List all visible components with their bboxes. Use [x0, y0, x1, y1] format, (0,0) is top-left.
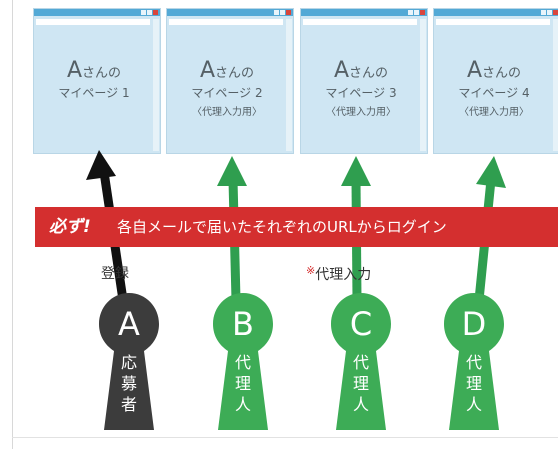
- window-address-bar: [169, 19, 283, 25]
- window-address-bar: [36, 19, 150, 25]
- page-frame-left-border: [12, 0, 13, 449]
- pawn-d-shape: [444, 293, 504, 430]
- pawn-c-shape: [331, 293, 391, 430]
- register-label: 登録: [101, 266, 129, 282]
- banner-instruction-text: 各自メールで届いたそれぞれのURLからログイン: [117, 218, 447, 236]
- banner-must-label: 必ず!: [49, 217, 91, 237]
- window-scrollbar: [420, 19, 426, 151]
- login-instruction-banner: 必ず! 各自メールで届いたそれぞれのURLからログイン: [35, 207, 558, 247]
- proxy-input-note: ※代理入力: [306, 264, 371, 284]
- window-title-bar: [434, 9, 558, 16]
- window-proxy-note: 〈代理入力用〉: [192, 107, 262, 118]
- mypage-window-2: Aさんの マイページ 2 〈代理入力用〉: [166, 8, 294, 154]
- window-title-bar: [34, 9, 160, 16]
- window-page-name: マイページ 2: [191, 86, 263, 100]
- window-controls: [541, 10, 558, 15]
- window-owner: Aさんの: [199, 58, 255, 83]
- pawn-b-shape: [213, 293, 273, 430]
- window-proxy-note: 〈代理入力用〉: [326, 107, 396, 118]
- window-label: Aさんの マイページ 4 〈代理入力用〉: [434, 58, 554, 120]
- window-controls: [274, 10, 291, 15]
- window-scrollbar: [153, 19, 159, 151]
- window-controls: [141, 10, 158, 15]
- proxy-input-label: 代理入力: [315, 267, 372, 283]
- window-scrollbar: [553, 19, 558, 151]
- pawn-b-role: 代理人: [234, 353, 251, 414]
- pawn-a-shape: [99, 293, 159, 430]
- window-page-name: マイページ 1: [58, 86, 130, 100]
- pawn-b-letter: B: [232, 305, 254, 343]
- pawn-d-role: 代理人: [465, 353, 482, 414]
- window-label: Aさんの マイページ 2 〈代理入力用〉: [167, 58, 287, 120]
- pawn-c-letter: C: [349, 305, 373, 343]
- proxy-note-mark: ※: [306, 264, 316, 277]
- mypage-window-4: Aさんの マイページ 4 〈代理入力用〉: [433, 8, 558, 154]
- window-title-bar: [301, 9, 427, 16]
- mypage-window-1: Aさんの マイページ 1: [33, 8, 161, 154]
- window-address-bar: [436, 19, 550, 25]
- pawn-a-letter: A: [118, 305, 140, 343]
- window-controls: [408, 10, 425, 15]
- window-label: Aさんの マイページ 1: [34, 58, 154, 102]
- window-label: Aさんの マイページ 3 〈代理入力用〉: [301, 58, 421, 120]
- window-owner: Aさんの: [333, 58, 389, 83]
- window-page-name: マイページ 4: [458, 86, 530, 100]
- page-frame-bottom-border: [12, 437, 558, 438]
- mypage-window-3: Aさんの マイページ 3 〈代理入力用〉: [300, 8, 428, 154]
- window-owner: Aさんの: [66, 58, 122, 83]
- window-page-name: マイページ 3: [325, 86, 397, 100]
- window-address-bar: [303, 19, 417, 25]
- window-owner: Aさんの: [466, 58, 522, 83]
- window-title-bar: [167, 9, 293, 16]
- pawn-a-role: 応募者: [120, 353, 137, 414]
- pawn-c-role: 代理人: [352, 353, 369, 414]
- window-scrollbar: [286, 19, 292, 151]
- window-proxy-note: 〈代理入力用〉: [459, 107, 529, 118]
- pawn-d-letter: D: [461, 305, 487, 343]
